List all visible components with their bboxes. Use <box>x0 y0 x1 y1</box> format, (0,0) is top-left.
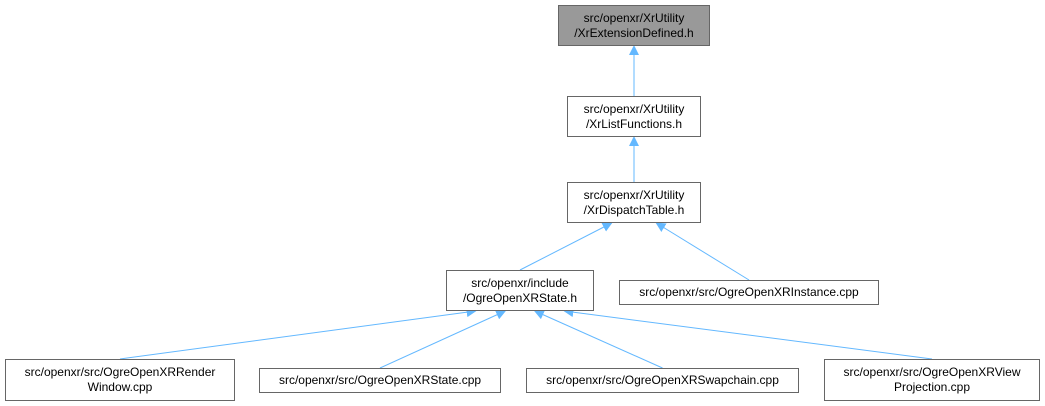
node-line-1: src/openxr/src/OgreOpenXRInstance.cpp <box>639 285 859 299</box>
edge-openxr_state_h-to-dispatch_table <box>519 222 613 271</box>
node-line-2: Window.cpp <box>87 380 153 394</box>
node-ogre-openxr-render-window-cpp[interactable]: src/openxr/src/OgreOpenXRRender Window.c… <box>5 359 235 401</box>
node-line-2: /XrDispatchTable.h <box>583 202 685 217</box>
edge-view_projection_cpp-to-openxr_state_h <box>563 307 933 360</box>
node-ogre-openxr-state-cpp[interactable]: src/openxr/src/OgreOpenXRState.cpp <box>259 368 501 393</box>
node-line-1: src/openxr/src/OgreOpenXRSwapchain.cpp <box>546 373 779 387</box>
node-xr-extension-defined-h: src/openxr/XrUtility /XrExtensionDefined… <box>558 5 710 46</box>
node-line-1: src/openxr/XrUtility <box>583 10 685 25</box>
node-xr-dispatch-table-h[interactable]: src/openxr/XrUtility /XrDispatchTable.h <box>567 182 701 223</box>
edge-state_cpp-to-openxr_state_h <box>379 310 507 369</box>
node-line-2: /XrExtensionDefined.h <box>574 25 694 40</box>
node-line-2: /OgreOpenXRState.h <box>462 290 578 305</box>
node-ogre-openxr-instance-cpp[interactable]: src/openxr/src/OgreOpenXRInstance.cpp <box>619 280 879 305</box>
node-ogre-openxr-view-projection-cpp[interactable]: src/openxr/src/OgreOpenXRView Projection… <box>824 359 1040 401</box>
node-line-2: Projection.cpp <box>893 380 971 394</box>
edge-instance_cpp-to-dispatch_table <box>655 222 750 281</box>
node-xr-list-functions-h[interactable]: src/openxr/XrUtility /XrListFunctions.h <box>567 96 701 137</box>
edge-render_window_cpp-to-openxr_state_h <box>119 307 477 360</box>
node-line-1: src/openxr/include <box>471 275 569 290</box>
node-ogre-openxr-swapchain-cpp[interactable]: src/openxr/src/OgreOpenXRSwapchain.cpp <box>526 368 799 393</box>
edge-swapchain_cpp-to-openxr_state_h <box>533 310 663 369</box>
node-line-2: /XrListFunctions.h <box>585 116 683 131</box>
node-line-1: src/openxr/src/OgreOpenXRView <box>843 365 1021 379</box>
node-line-1: src/openxr/src/OgreOpenXRState.cpp <box>278 373 482 387</box>
node-line-1: src/openxr/XrUtility <box>583 101 685 116</box>
node-ogre-openxr-state-h[interactable]: src/openxr/include /OgreOpenXRState.h <box>446 270 594 311</box>
node-line-1: src/openxr/src/OgreOpenXRRender <box>24 365 216 379</box>
node-line-1: src/openxr/XrUtility <box>583 187 685 202</box>
